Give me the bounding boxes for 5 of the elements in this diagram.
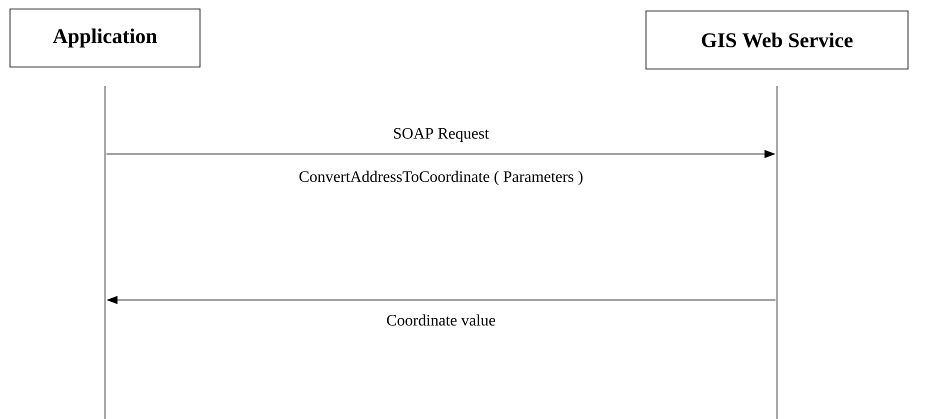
method-call-label: ConvertAddressToCoordinate ( Parameters ) bbox=[299, 170, 583, 186]
participant-box: Application bbox=[10, 8, 200, 68]
message-label: SOAP Request bbox=[394, 128, 489, 142]
message-label: Coordinate value bbox=[387, 314, 496, 326]
participant-box: GIS Web Service bbox=[646, 10, 908, 70]
